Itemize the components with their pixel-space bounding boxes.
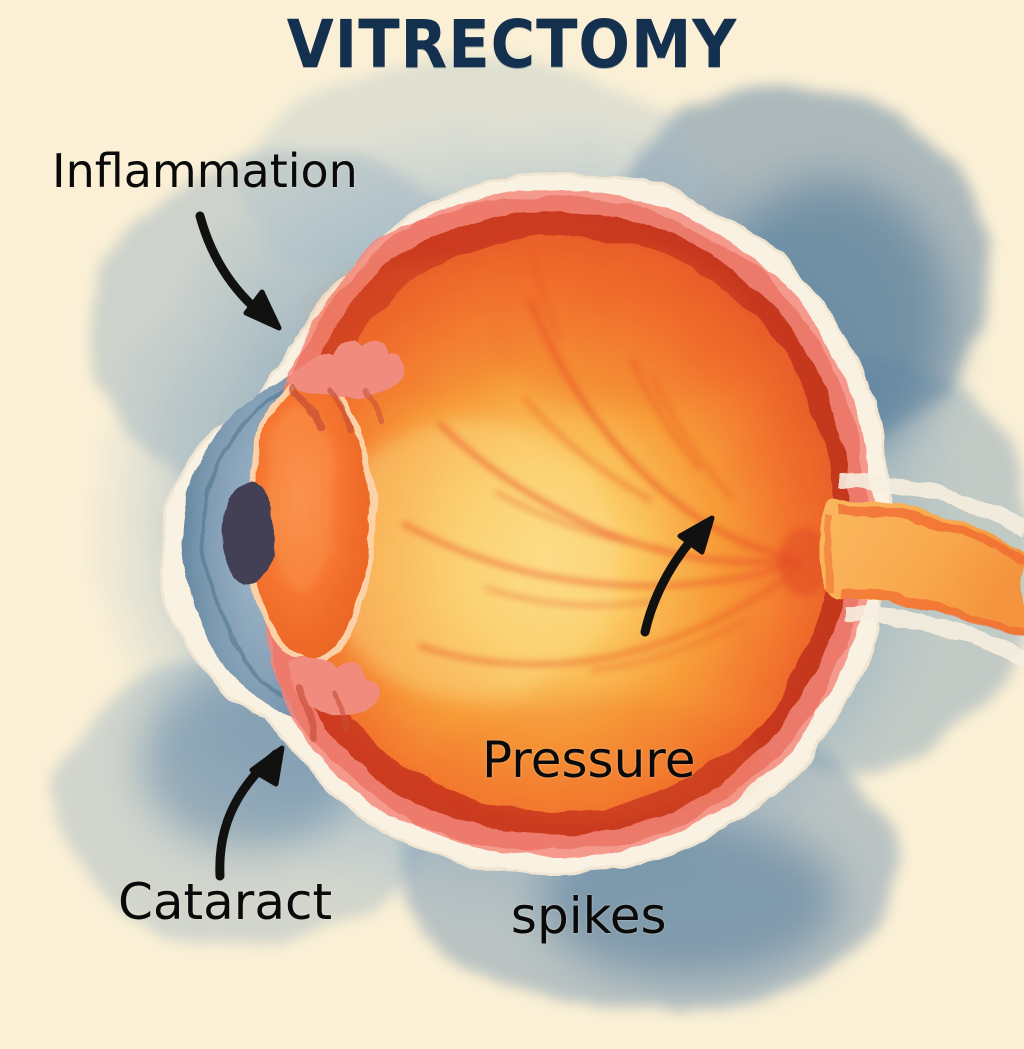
page-title: VITRECTOMY (286, 6, 738, 83)
optic-nerve-sheath (839, 473, 1024, 666)
callout-arrows (195, 211, 715, 881)
optic-disc (778, 528, 830, 596)
optic-nerve (820, 499, 1024, 641)
ciliary-body-superior (286, 339, 405, 433)
retinal-vessels (402, 246, 804, 672)
cataract-arrow (215, 745, 285, 881)
inflammation-arrow (195, 211, 282, 331)
pressure-spikes-arrow (640, 515, 715, 637)
label-cataract: Cataract (118, 873, 333, 931)
label-pressure-line1: Pressure (482, 731, 696, 789)
pupil (223, 481, 275, 585)
label-inflammation: Inflammation (52, 144, 358, 198)
ciliary-body-inferior (288, 656, 380, 740)
illustration-canvas: VITRECTOMY Inflammation Cataract Pressur… (52, 6, 1024, 1010)
vitreous-blooms (310, 250, 760, 820)
label-pressure-spikes: Pressure spikes (482, 630, 696, 1046)
eye-cross-section-illustration (60, 60, 1024, 1010)
label-pressure-line2: spikes (510, 887, 667, 945)
